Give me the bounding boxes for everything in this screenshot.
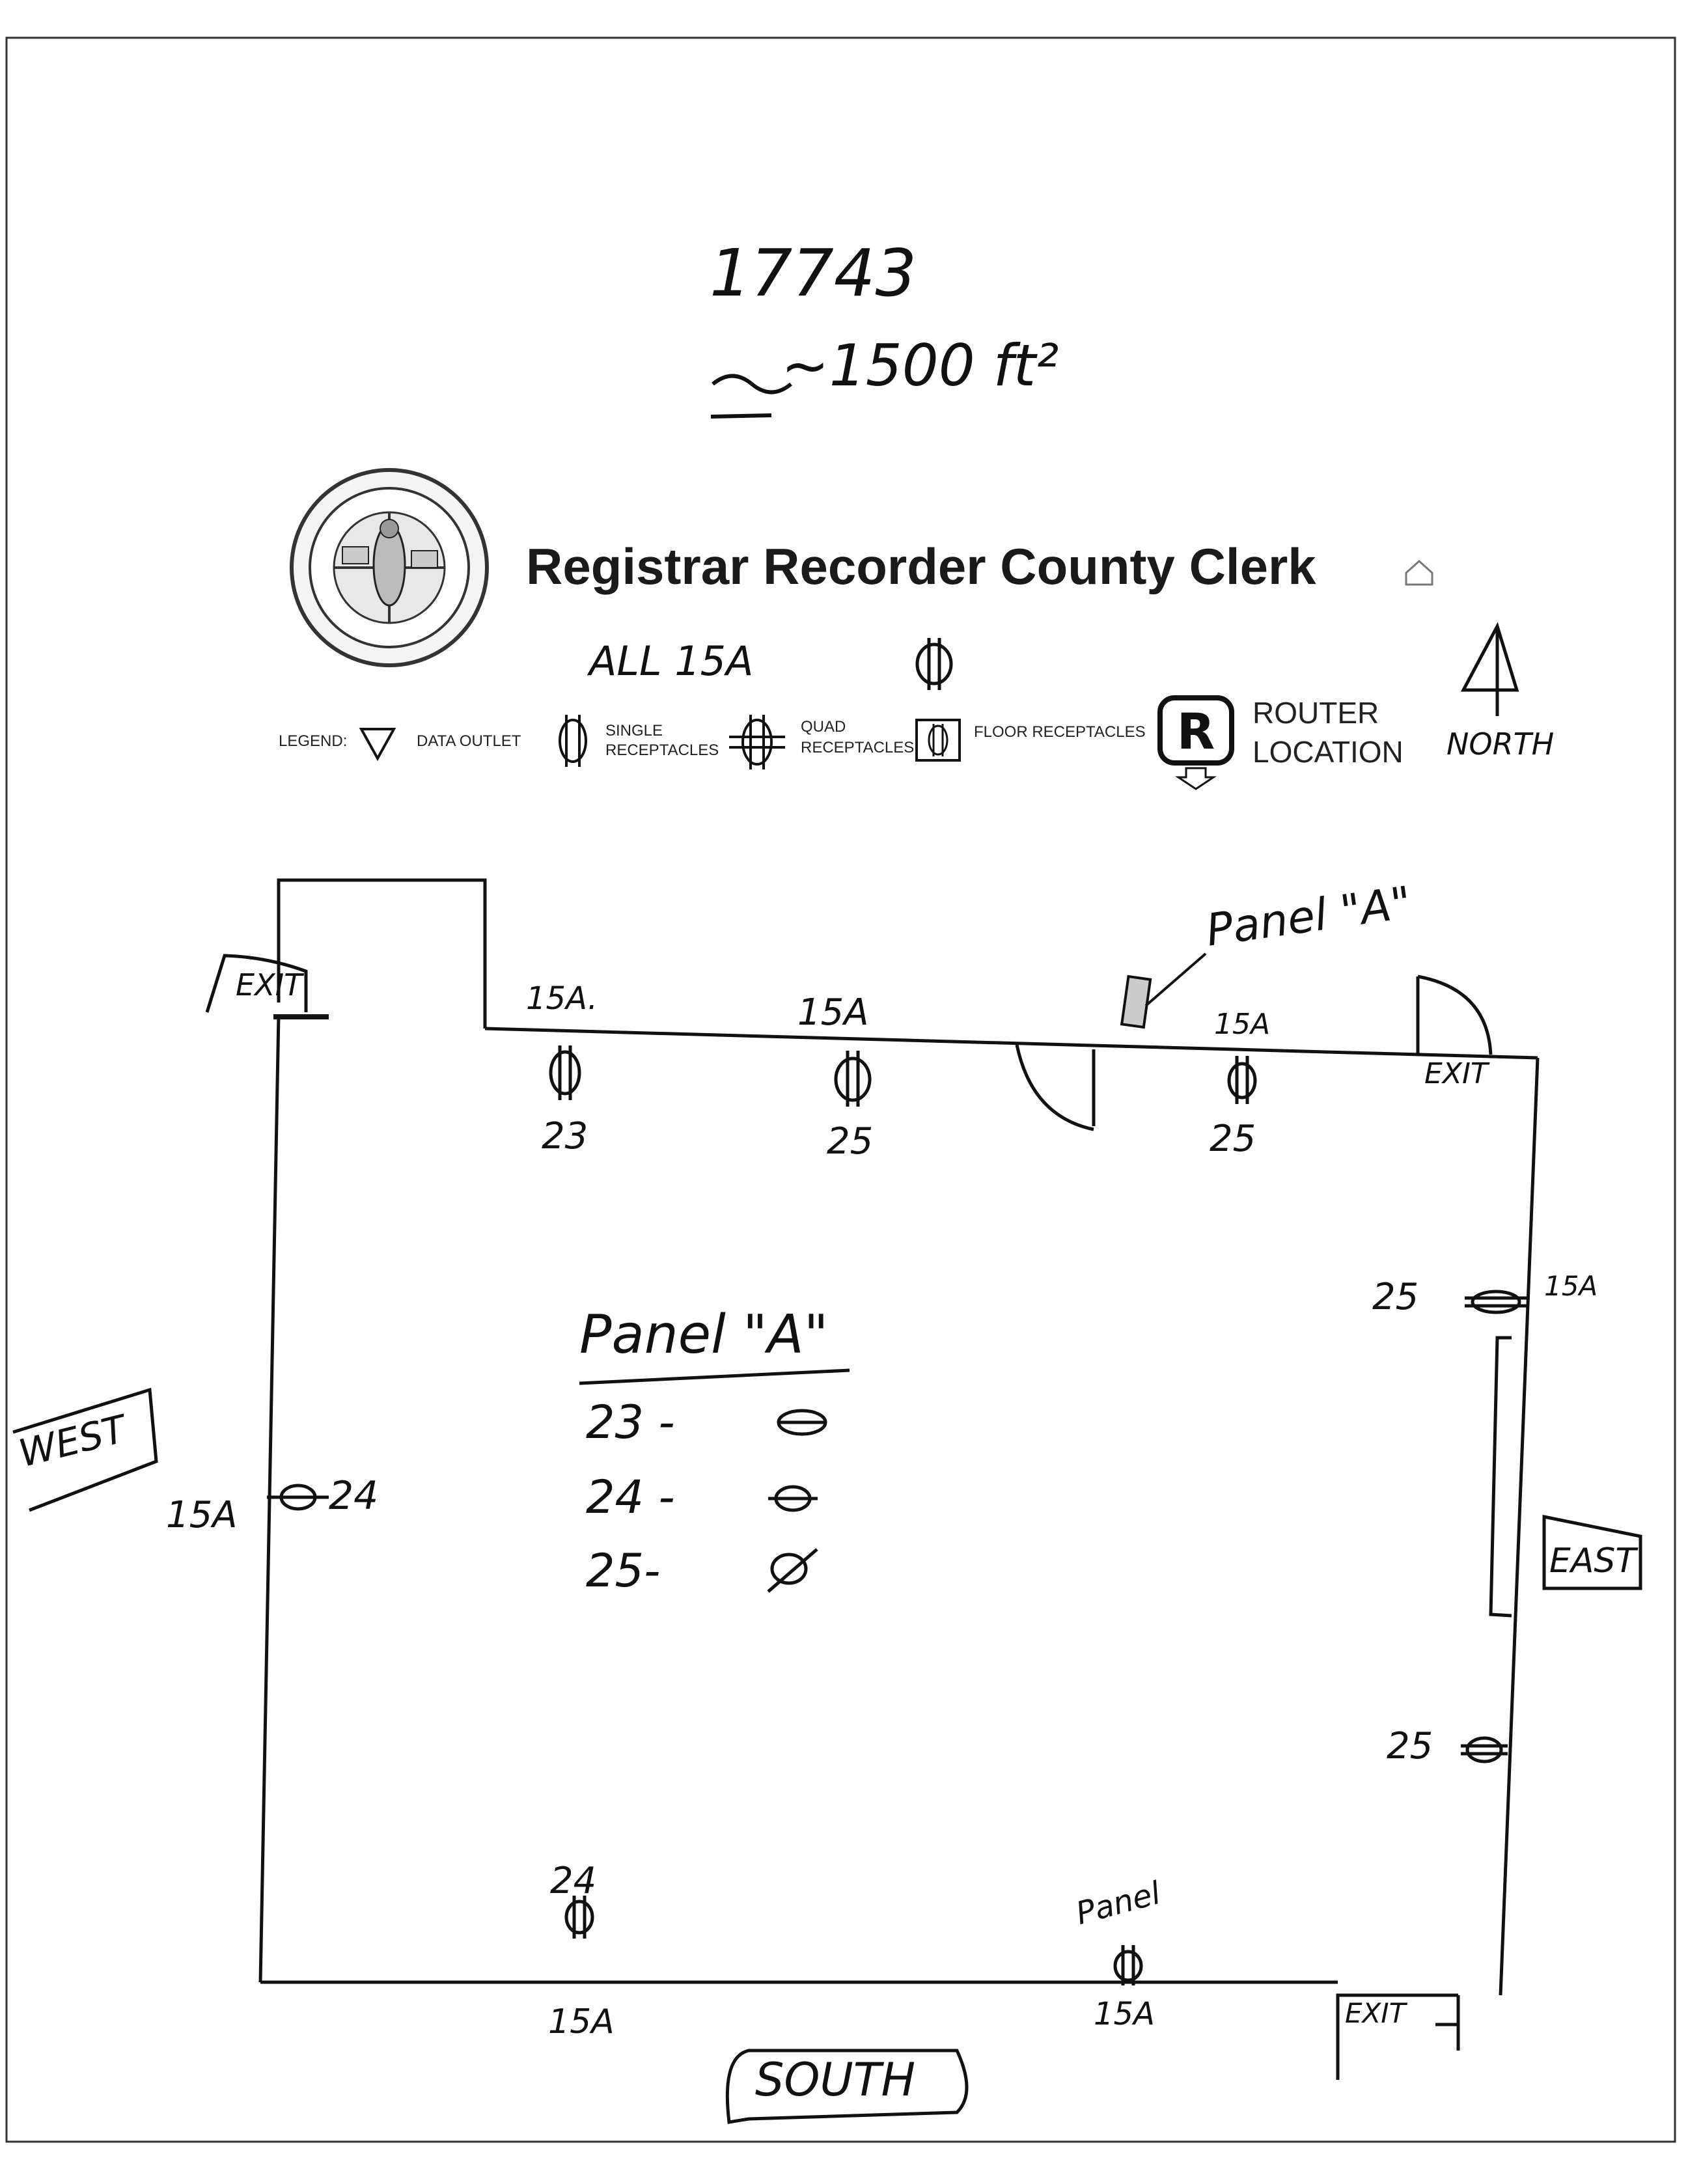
outlet-n2-icon bbox=[834, 1051, 872, 1107]
outlet-w1-circuit: 24 bbox=[329, 1473, 379, 1519]
outlet-n1-icon bbox=[549, 1045, 581, 1100]
outlet-n3-amp: 15A bbox=[1214, 1008, 1271, 1041]
legend-single-2: RECEPTACLES bbox=[605, 741, 719, 759]
single-receptacle-icon bbox=[559, 715, 587, 767]
outlet-e2-circuit: 25 bbox=[1387, 1725, 1433, 1767]
panel-a-box-icon bbox=[1120, 952, 1207, 1029]
quad-receptacle-icon bbox=[729, 715, 785, 769]
exit-label-ne: EXIT bbox=[1424, 1057, 1488, 1090]
exit-label-nw: EXIT bbox=[236, 967, 303, 1002]
router-letter: R bbox=[1177, 702, 1215, 760]
legend-router-2: LOCATION bbox=[1252, 735, 1404, 769]
panel-table-row-24: 24 - bbox=[586, 1471, 675, 1524]
outlet-s1-circuit: 24 bbox=[550, 1860, 597, 1902]
outlet-n3-circuit: 25 bbox=[1210, 1118, 1256, 1160]
data-outlet-icon bbox=[359, 728, 396, 762]
approx-tilde bbox=[712, 374, 792, 394]
floor-receptacle-icon bbox=[915, 719, 961, 762]
outlet-s2-amp: 15A bbox=[1094, 1996, 1155, 2032]
legend-single-1: SINGLE bbox=[605, 722, 663, 740]
panel-row-23-symbol bbox=[777, 1409, 827, 1436]
panel-row-25-symbol bbox=[767, 1548, 818, 1593]
panel-table-underline bbox=[579, 1368, 850, 1385]
all-15a-note: ALL 15A bbox=[589, 637, 754, 685]
site-id: 17743 bbox=[710, 235, 917, 311]
outlet-n3-icon bbox=[1227, 1056, 1257, 1104]
north-label: NORTH bbox=[1446, 726, 1555, 762]
legend-quad-2: RECEPTACLES bbox=[801, 739, 915, 756]
outlet-n1-circuit: 23 bbox=[542, 1115, 588, 1157]
legend-floor: FLOOR RECEPTACLES bbox=[974, 723, 1146, 741]
legend-data-outlet: DATA OUTLET bbox=[417, 732, 521, 750]
exit-label-se: EXIT bbox=[1345, 1997, 1406, 2029]
exit-door-nw-icon bbox=[205, 954, 329, 1019]
outlet-e1-amp: 15A bbox=[1544, 1270, 1598, 1302]
exit-door-ne-icon bbox=[1416, 975, 1493, 1055]
outlet-n2-circuit: 25 bbox=[827, 1120, 874, 1163]
approx-underline bbox=[710, 413, 772, 419]
outlet-w1-icon bbox=[267, 1484, 329, 1511]
panel-table-row-23: 23 - bbox=[586, 1396, 675, 1449]
home-icon bbox=[1405, 559, 1433, 586]
outlet-e1-icon bbox=[1465, 1290, 1527, 1314]
east-label: EAST bbox=[1549, 1541, 1637, 1581]
door-north-icon bbox=[1015, 1044, 1096, 1131]
east-label-box bbox=[1542, 1514, 1642, 1590]
outlet-n1-amp: 15A. bbox=[526, 980, 598, 1017]
panel-table-title: Panel "A" bbox=[579, 1304, 829, 1366]
outlet-s1-icon bbox=[564, 1896, 594, 1939]
legend-quad-1: QUAD bbox=[801, 718, 846, 736]
south-label: SOUTH bbox=[755, 2053, 916, 2107]
outlet-e1-circuit: 25 bbox=[1372, 1276, 1419, 1318]
sheet-border bbox=[5, 36, 1676, 2143]
outlet-s2-icon bbox=[1113, 1945, 1143, 1985]
panel-row-24-symbol bbox=[768, 1485, 818, 1512]
legend-router-1: ROUTER bbox=[1252, 696, 1379, 730]
east-window bbox=[1489, 1336, 1512, 1618]
floor-plan-walls bbox=[258, 878, 1540, 2080]
outlet-n2-amp: 15A bbox=[797, 991, 869, 1034]
note-receptacle-icon bbox=[915, 638, 953, 690]
outlet-w1-amp: 15A bbox=[166, 1494, 238, 1536]
north-arrow-icon bbox=[1460, 622, 1519, 716]
org-title: Registrar Recorder County Clerk bbox=[526, 538, 1316, 595]
south-label-box bbox=[725, 2049, 969, 2124]
outlet-e2-icon bbox=[1461, 1736, 1508, 1763]
area-label: ~1500 ft² bbox=[781, 332, 1059, 399]
legend-prefix: LEGEND: bbox=[279, 732, 348, 750]
west-label-box bbox=[12, 1387, 158, 1512]
county-seal-icon bbox=[290, 468, 489, 667]
panel-table-row-25: 25- bbox=[586, 1544, 661, 1597]
router-location-icon bbox=[1157, 695, 1234, 790]
outlet-s1-amp: 15A bbox=[548, 2002, 615, 2041]
